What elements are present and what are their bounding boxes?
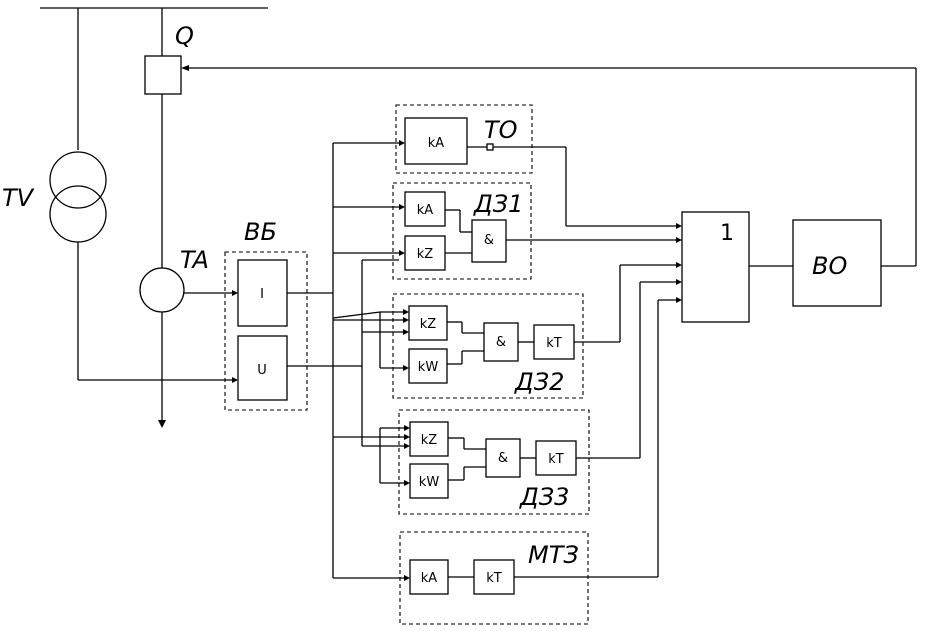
label-vb: ВБ	[244, 218, 277, 246]
dz1-kz-in-arrow	[399, 250, 405, 256]
dz3-kz-in-top-arrow	[404, 425, 410, 431]
dz3-kz-block	[409, 421, 449, 457]
dz2-kz-block	[408, 305, 448, 341]
to-in-arrow	[399, 140, 405, 146]
dz2-kt-text: kT	[546, 336, 562, 351]
trip-arrow	[181, 65, 189, 71]
dz3-or-arrow	[676, 279, 682, 285]
label-dz1: ДЗ1	[473, 190, 523, 218]
tv-winding-1	[49, 151, 107, 209]
dz1-kz-block	[404, 235, 446, 271]
dz3-and-gate	[485, 438, 521, 478]
ta-to-i-arrow	[232, 290, 238, 296]
mtz-in-arrow	[404, 575, 410, 581]
output-block-vo	[792, 219, 882, 307]
dz2-and-text: &	[496, 335, 506, 350]
dz3-and-text: &	[498, 451, 508, 466]
tv-winding-2	[49, 185, 107, 243]
dz1-ka-in-arrow	[399, 204, 405, 210]
dz1-ka-text: kA	[417, 203, 434, 218]
dz2-group-frame	[392, 293, 584, 399]
label-mtz: МТЗ	[528, 541, 579, 569]
or-gate-text: 1	[720, 221, 734, 246]
label-to: ТО	[484, 116, 518, 144]
dz2-or-arrow	[676, 262, 682, 268]
label-tv: TV	[2, 184, 35, 212]
mtz-kt-text: kT	[486, 571, 502, 586]
tv-to-u-arrow	[232, 377, 238, 383]
dz2-kz-in-i-arrow	[403, 317, 409, 323]
dz3-kz-in-u-arrow	[404, 443, 410, 449]
dz2-kz-in-u-arrow	[403, 329, 409, 335]
dz1-and-text: &	[484, 233, 494, 248]
feeder-arrow	[158, 420, 166, 428]
vb-group-frame	[224, 251, 308, 411]
dz2-kw-in-arrow	[403, 365, 409, 371]
mtz-ka-block	[409, 559, 449, 595]
label-dz3: ДЗ3	[519, 483, 569, 511]
label-ta: TA	[180, 246, 209, 274]
dz2-kw-block	[408, 348, 448, 384]
dz2-kz-in-top-arrow	[403, 309, 409, 315]
dz3-kz-in-i-arrow	[404, 434, 410, 440]
mtz-or-arrow	[676, 297, 682, 303]
block-u	[237, 335, 288, 401]
dz3-kt-block	[535, 440, 577, 476]
label-vo: ВО	[812, 252, 847, 280]
dz3-kt-text: kT	[548, 452, 564, 467]
dz3-kw-text: kW	[419, 475, 440, 490]
to-group-frame	[395, 104, 533, 174]
dz1-and-gate	[471, 219, 507, 263]
label-dz2: ДЗ2	[514, 368, 564, 396]
dz2-kw-text: kW	[418, 360, 439, 375]
breaker-q	[144, 55, 182, 95]
to-ka-block	[404, 117, 468, 165]
dz1-or-arrow	[676, 237, 682, 243]
dz3-kw-in-arrow	[404, 480, 410, 486]
dz2-and-gate	[483, 322, 519, 362]
dz2-branch-link	[332, 311, 381, 319]
block-i-text: I	[260, 287, 264, 302]
dz1-kz-text: kZ	[417, 247, 434, 262]
mtz-ka-text: kA	[421, 571, 438, 586]
dz2-kz-text: kZ	[420, 317, 437, 332]
dz3-kz-text: kZ	[421, 433, 438, 448]
dz3-kw-block	[409, 463, 449, 499]
dz1-ka-block	[404, 191, 446, 227]
to-ka-text: kA	[428, 136, 445, 151]
to-junction	[486, 143, 494, 151]
or-gate	[681, 211, 750, 323]
label-q: Q	[175, 22, 194, 50]
dz1-group-frame	[392, 182, 532, 280]
ta-coil	[139, 267, 185, 313]
block-u-text: U	[257, 363, 267, 378]
to-or-arrow	[676, 223, 682, 229]
dz3-group-frame	[398, 409, 590, 515]
